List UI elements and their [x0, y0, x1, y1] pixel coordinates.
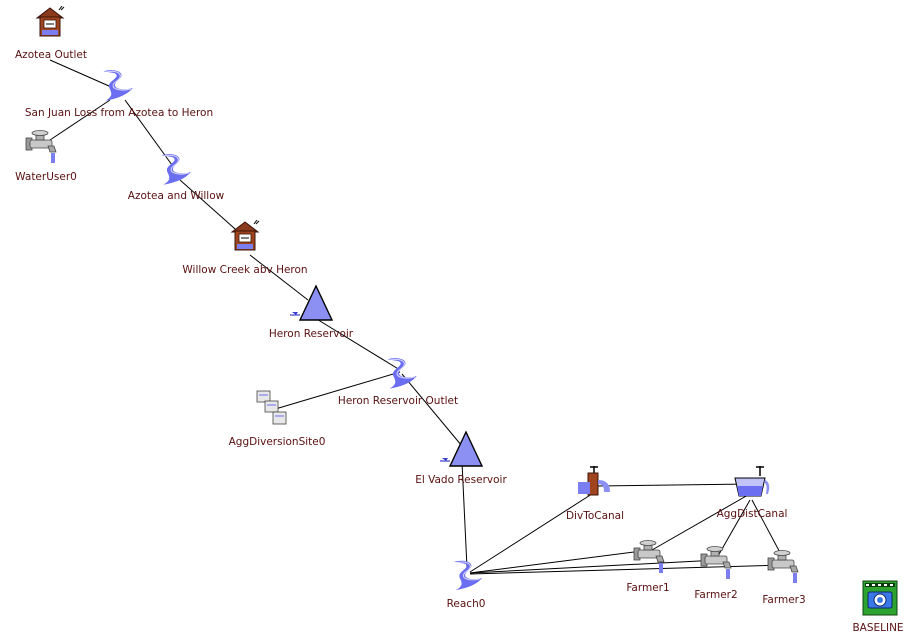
link-outlet-to-agg-diversion — [271, 371, 401, 411]
link-azotea-outlet-to-san-juan-loss — [49, 59, 119, 91]
node-label-el-vado-reservoir[interactable]: El Vado Reservoir — [415, 474, 507, 486]
node-label-div-to-canal[interactable]: DivToCanal — [565, 510, 625, 522]
node-label-farmer-1[interactable]: Farmer1 — [626, 582, 670, 594]
water-user-icon[interactable] — [700, 546, 732, 580]
link-san-juan-loss-to-water-user-0 — [49, 99, 111, 141]
node-label-san-juan-loss[interactable]: San Juan Loss from Azotea to Heron — [24, 107, 214, 119]
link-reach-0-to-farmer-3 — [469, 564, 785, 575]
node-label-agg-dist-canal[interactable]: AggDistCanal — [716, 508, 788, 520]
link-reach-0-to-farmer-1 — [469, 549, 651, 574]
link-heron-reservoir-to-outlet — [314, 317, 401, 371]
link-el-vado-to-reach-0 — [461, 461, 468, 569]
link-azotea-and-willow-to-willow-creek — [179, 179, 244, 237]
link-agg-dist-canal-to-farmer-2 — [717, 499, 751, 557]
node-label-baseline[interactable]: BASELINE — [852, 622, 904, 634]
link-willow-creek-to-heron-reservoir — [249, 254, 309, 301]
node-label-azotea-and-willow[interactable]: Azotea and Willow — [127, 190, 225, 202]
water-user-icon[interactable] — [767, 550, 799, 584]
node-label-heron-reservoir-outlet[interactable]: Heron Reservoir Outlet — [337, 395, 459, 407]
link-outlet-to-el-vado — [401, 373, 463, 447]
link-agg-dist-canal-to-farmer-3 — [751, 499, 785, 561]
water-user-icon[interactable] — [25, 130, 57, 164]
link-agg-dist-canal-to-farmer-1 — [651, 494, 749, 551]
diversion-icon[interactable] — [577, 466, 611, 496]
node-label-azotea-outlet[interactable]: Azotea Outlet — [15, 49, 87, 61]
link-reach-0-to-farmer-2 — [469, 559, 719, 574]
connection-lines — [49, 59, 785, 575]
reach-icon[interactable] — [386, 357, 418, 390]
node-label-agg-diversion-site-0[interactable]: AggDiversionSite0 — [228, 436, 326, 448]
link-san-juan-loss-to-azotea-and-willow — [124, 99, 173, 166]
reservoir-icon[interactable] — [440, 431, 483, 467]
node-label-water-user-0[interactable]: WaterUser0 — [15, 171, 77, 183]
reach-icon[interactable] — [160, 153, 192, 186]
link-reach-0-to-div-to-canal — [469, 491, 596, 573]
link-div-to-canal-to-agg-dist-canal — [597, 483, 751, 487]
node-label-reach-0[interactable]: Reach0 — [446, 598, 486, 610]
node-label-heron-reservoir[interactable]: Heron Reservoir — [268, 328, 354, 340]
gage-icon[interactable] — [36, 6, 65, 37]
canal-icon[interactable] — [734, 466, 770, 497]
reach-icon[interactable] — [453, 560, 483, 591]
snapshot-camera-icon[interactable] — [862, 580, 898, 616]
node-label-willow-creek[interactable]: Willow Creek abv Heron — [182, 264, 308, 276]
node-label-farmer-3[interactable]: Farmer3 — [762, 594, 806, 606]
node-label-farmer-2[interactable]: Farmer2 — [694, 589, 738, 601]
gage-icon[interactable] — [231, 220, 260, 251]
